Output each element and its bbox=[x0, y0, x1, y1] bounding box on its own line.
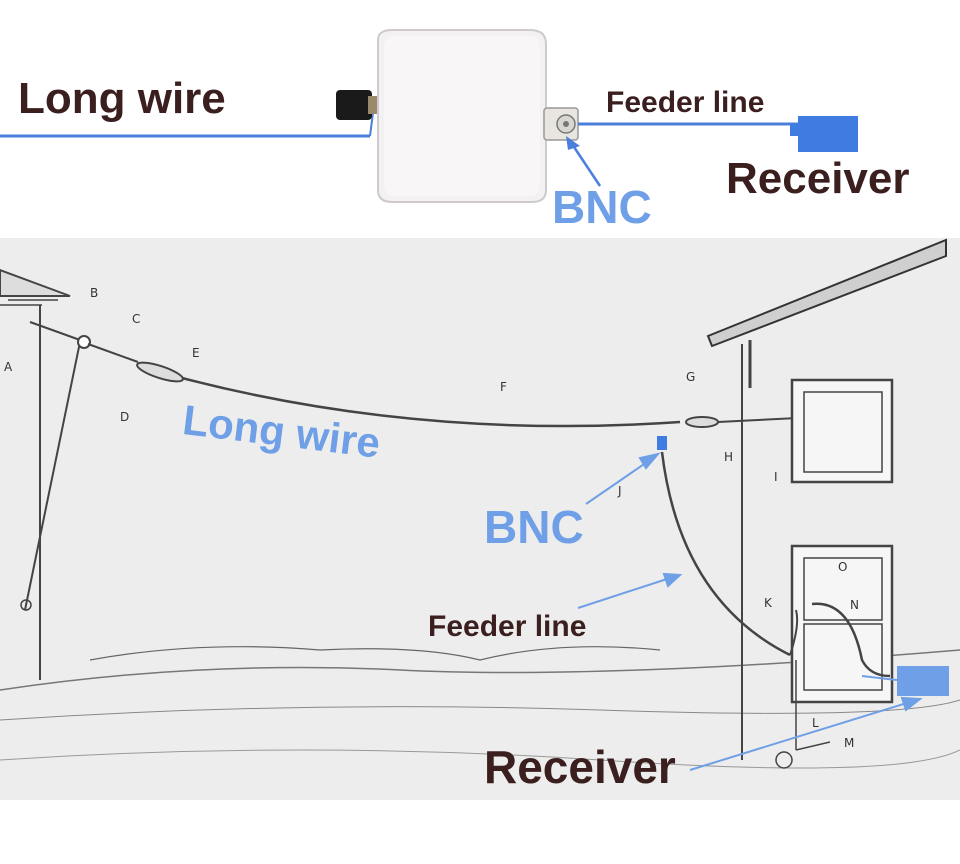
letter-h: H bbox=[724, 450, 734, 464]
sketch-illustration bbox=[0, 238, 960, 800]
letter-o: O bbox=[838, 560, 848, 574]
letter-c: C bbox=[132, 312, 141, 326]
letter-d: D bbox=[120, 410, 130, 424]
top-bnc-label: BNC bbox=[552, 181, 652, 233]
top-feeder-line-label: Feeder line bbox=[606, 86, 765, 119]
letter-j: J bbox=[618, 484, 622, 498]
antenna-terminal-knob bbox=[336, 90, 372, 120]
letter-l: L bbox=[812, 716, 819, 730]
letter-f: F bbox=[500, 380, 507, 394]
top-long-wire-label: Long wire bbox=[18, 74, 226, 123]
top-receiver-icon bbox=[790, 116, 858, 152]
letter-m: M bbox=[844, 736, 855, 750]
letter-i: I bbox=[774, 470, 778, 484]
sketch-arrows bbox=[577, 452, 923, 771]
letter-n: N bbox=[850, 598, 859, 612]
left-building bbox=[0, 268, 71, 680]
top-diagram bbox=[0, 29, 858, 203]
letter-k: K bbox=[764, 596, 772, 610]
sketch-receiver-icon bbox=[897, 666, 949, 696]
sketch-bnc-marker bbox=[657, 436, 667, 450]
letter-g: G bbox=[686, 370, 696, 384]
letter-a: A bbox=[4, 360, 13, 374]
balun-box bbox=[377, 29, 547, 203]
top-receiver-label: Receiver bbox=[726, 154, 910, 203]
letter-b: B bbox=[90, 286, 99, 300]
right-house bbox=[706, 238, 947, 760]
letter-e: E bbox=[192, 346, 200, 360]
sketch-receiver-label: Receiver bbox=[484, 741, 676, 793]
sketch-bnc-label: BNC bbox=[484, 501, 584, 553]
bnc-connector bbox=[543, 107, 579, 141]
sketch-feeder-line-label: Feeder line bbox=[428, 610, 587, 643]
